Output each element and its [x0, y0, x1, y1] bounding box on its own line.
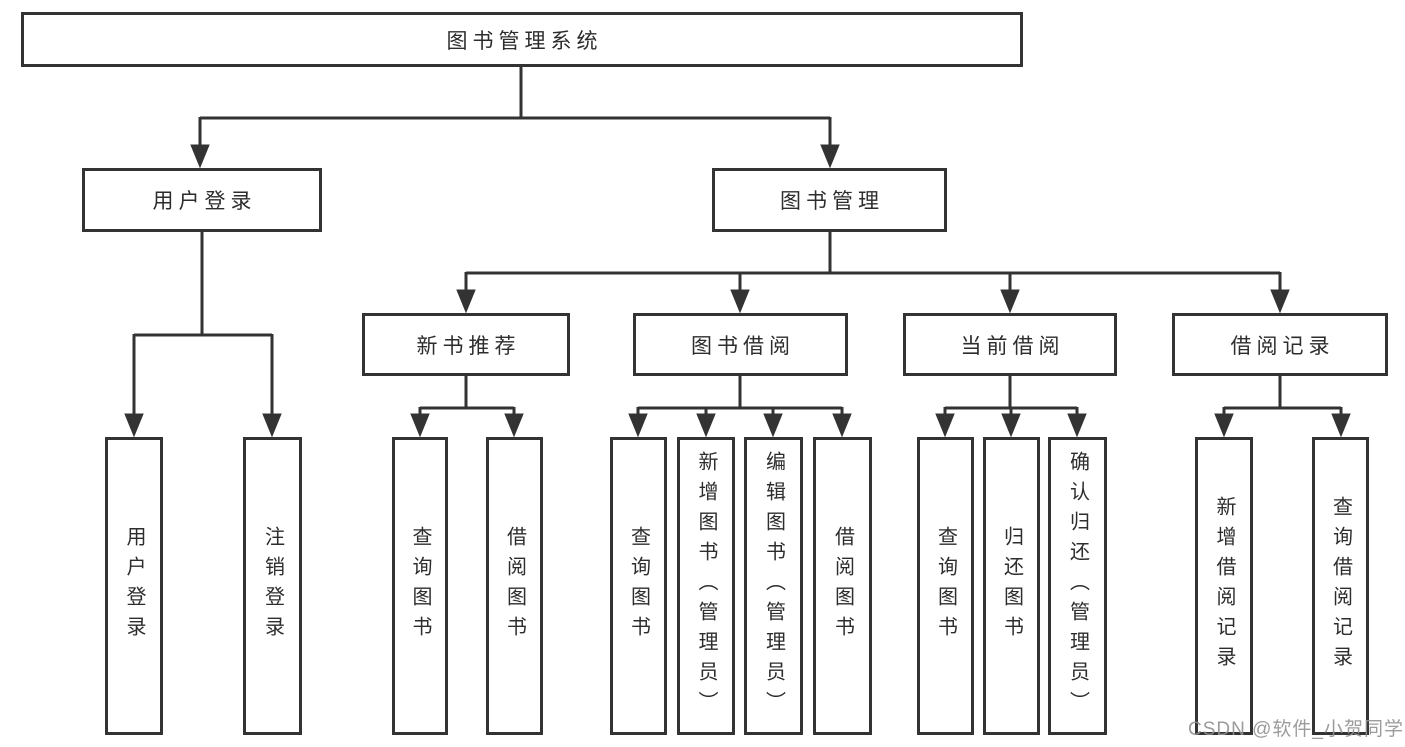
node-label: 用户登录: [123, 526, 145, 646]
leaf-nb-borrow-books: 借阅图书: [486, 437, 543, 735]
leaf-user-login: 用户登录: [105, 437, 163, 735]
leaf-cb-confirm-return-admin: 确认归还（管理员）: [1048, 437, 1107, 735]
node-new-book-recommend: 新书推荐: [362, 313, 570, 376]
watermark: CSDN @软件_小贺同学: [1188, 719, 1404, 740]
node-label: 图书借阅: [691, 334, 795, 358]
node-label: 借阅图书: [503, 526, 526, 646]
node-label: 新增借阅记录: [1213, 496, 1235, 676]
node-label: 查询图书: [934, 526, 957, 646]
leaf-nb-query-books: 查询图书: [392, 437, 448, 735]
node-label: 当前借阅: [960, 334, 1065, 358]
node-label: 用户登录: [152, 190, 257, 213]
node-label: 确认归还（管理员）: [1066, 451, 1089, 721]
node-library-system: 图书管理系统: [21, 12, 1023, 67]
node-label: 图书管理系统: [446, 29, 603, 53]
node-borrow-records: 借阅记录: [1172, 313, 1388, 376]
leaf-bb-edit-books-admin: 编辑图书（管理员）: [744, 437, 803, 735]
node-book-management: 图书管理: [712, 168, 947, 232]
node-label: 查询借阅记录: [1329, 496, 1352, 676]
node-label: 编辑图书（管理员）: [762, 451, 785, 721]
leaf-br-query-record: 查询借阅记录: [1312, 437, 1369, 735]
tree-edges: [124, 65, 1351, 438]
node-label: 新增图书（管理员）: [695, 451, 717, 721]
leaf-logout: 注销登录: [243, 437, 302, 735]
node-label: 图书管理: [780, 190, 884, 213]
leaf-cb-return-books: 归还图书: [983, 437, 1040, 735]
node-user-login: 用户登录: [82, 168, 322, 232]
node-label: 注销登录: [261, 526, 284, 646]
node-book-borrow: 图书借阅: [633, 313, 848, 376]
node-label: 归还图书: [1000, 526, 1023, 646]
leaf-bb-add-books-admin: 新增图书（管理员）: [677, 437, 735, 735]
node-current-borrow: 当前借阅: [903, 313, 1117, 376]
leaf-bb-query-books: 查询图书: [610, 437, 667, 735]
node-label: 查询图书: [409, 526, 431, 646]
leaf-br-add-record: 新增借阅记录: [1195, 437, 1253, 735]
leaf-cb-query-books: 查询图书: [917, 437, 974, 735]
node-label: 借阅图书: [831, 526, 854, 646]
node-label: 新书推荐: [416, 334, 521, 358]
node-label: 查询图书: [627, 526, 650, 646]
leaf-bb-borrow-books: 借阅图书: [813, 437, 872, 735]
node-label: 借阅记录: [1230, 334, 1335, 358]
